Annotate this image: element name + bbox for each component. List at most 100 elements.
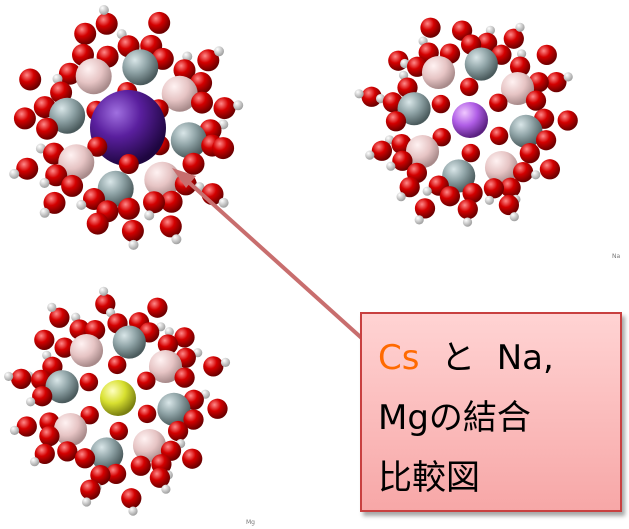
aluminum-atom [484,150,519,185]
oxygen-atom [36,117,59,140]
oxygen-atom [361,86,382,107]
oxygen-atom [183,409,204,430]
hydrogen-atom [515,22,525,32]
hydrogen-atom [531,170,541,180]
oxygen-atom [117,197,140,220]
oxygen-atom [43,191,66,214]
oxygen-atom [121,219,144,242]
pointer-arrow [172,168,368,344]
oxygen-atom [420,17,441,38]
sodium-atom [452,102,488,138]
callout-line-3: 比較図 [378,458,480,498]
hydrogen-atom [214,46,224,57]
oxygen-atom [105,463,127,485]
oxygen-atom [191,91,213,114]
hydrogen-atom [400,58,410,69]
hydrogen-atom [71,312,81,322]
hydrogen-atom [485,25,495,35]
hydrogen-atom [82,497,92,507]
oxygen-atom [489,126,509,146]
oxygen-atom [460,77,479,97]
hydrogen-atom [9,425,20,435]
mg-tiny-label: Mg [246,519,255,526]
aluminum-atom [500,71,535,106]
callout-na-text: Na, [496,338,554,378]
oxygen-atom [143,191,165,214]
hydrogen-atom [399,70,409,80]
hydrogen-atom [414,215,424,225]
mg-cluster [4,286,231,516]
oxygen-atom [157,334,179,355]
oxygen-atom [61,174,84,197]
oxygen-atom [207,398,228,419]
oxygen-atom [509,56,531,77]
oxygen-atom [74,22,97,45]
silicon-atom [442,159,476,193]
oxygen-atom [130,455,151,476]
hydrogen-atom [128,239,139,250]
oxygen-atom [432,128,451,147]
hydrogen-atom [52,73,63,84]
oxygen-atom [399,176,420,198]
oxygen-atom [385,111,407,132]
oxygen-atom [539,159,561,180]
oxygen-atom [461,143,480,163]
callout-line-2: Mgの結合 [378,398,531,438]
aluminum-atom [144,161,181,198]
silicon-atom [397,92,431,126]
oxygen-atom [414,198,436,219]
oxygen-atom [32,386,53,407]
oxygen-atom [512,161,534,183]
oxygen-atom [174,327,195,348]
oxygen-atom [57,441,78,462]
silicon-atom [90,437,124,471]
oxygen-atom [80,406,99,425]
hydrogen-atom [4,371,14,381]
oxygen-atom [90,464,111,486]
callout-line-1: Cs と Na, [378,328,604,388]
oxygen-atom [16,416,37,437]
hydrogen-atom [98,5,109,15]
oxygen-atom [197,49,220,72]
hydrogen-atom [164,327,174,337]
oxygen-atom [54,337,75,358]
oxygen-atom [167,420,189,442]
silicon-atom [170,122,207,159]
oxygen-atom [74,448,96,469]
oxygen-atom [86,212,109,235]
hydrogen-atom [171,234,182,245]
oxygen-atom [439,186,461,207]
hydrogen-atom [422,186,432,196]
oxygen-atom [49,307,70,328]
oxygen-atom [87,136,108,157]
oxygen-atom [80,479,101,500]
silicon-atom [122,49,159,86]
hydrogen-atom [161,484,171,494]
hydrogen-atom [128,506,138,516]
oxygen-atom [525,90,547,111]
silicon-atom [112,325,146,359]
hydrogen-atom [218,197,229,208]
oxygen-atom [483,178,505,199]
oxygen-atom [173,59,196,82]
cs-cluster [9,5,244,250]
oxygen-atom [182,152,205,175]
oxygen-atom [392,150,413,171]
oxygen-atom [118,154,139,174]
oxygen-atom [34,443,55,465]
oxygen-atom [159,215,182,238]
hydrogen-atom [39,178,50,188]
aluminum-atom [53,412,88,447]
silicon-atom [509,114,543,148]
aluminum-atom [161,75,198,112]
oxygen-atom [121,488,142,509]
silicon-atom [45,370,79,404]
oxygen-atom [79,372,99,392]
silicon-atom [49,97,86,134]
oxygen-atom [457,199,478,220]
oxygen-atom [498,194,520,216]
oxygen-atom [148,11,171,34]
oxygen-atom [213,97,236,120]
hydrogen-atom [47,302,57,312]
